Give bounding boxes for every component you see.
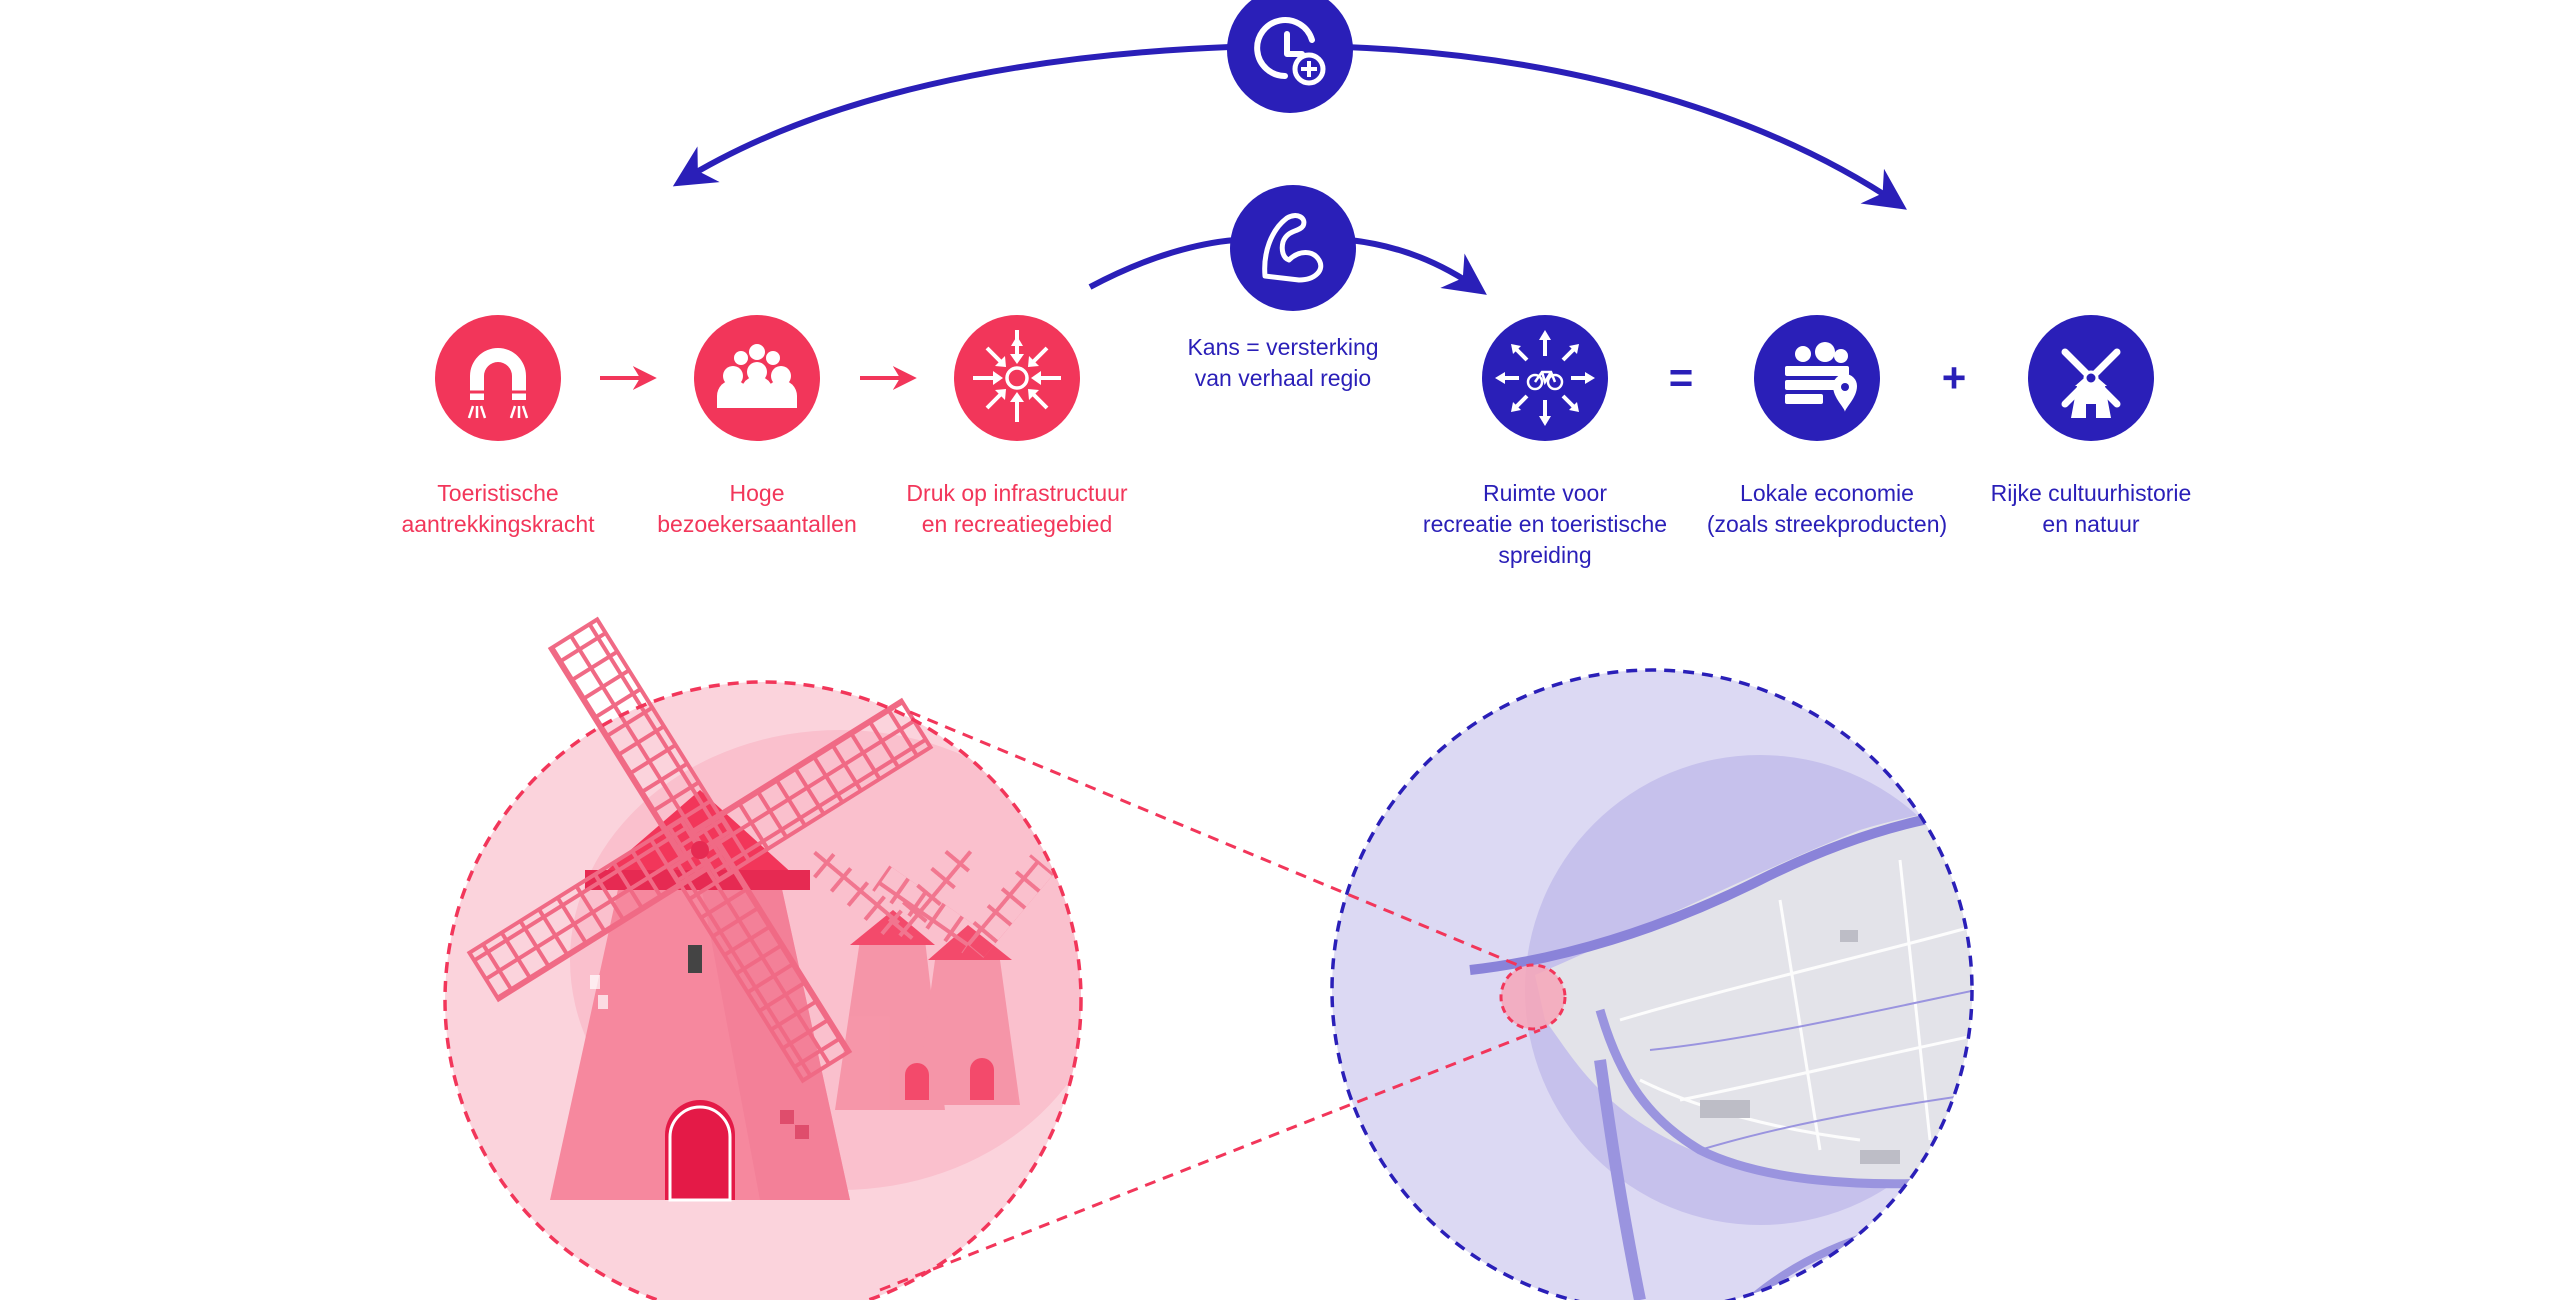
magnet-icon [435,315,561,441]
label-tourist-attraction: Toeristische aantrekkingskracht [401,480,595,537]
windmill-icon [2028,315,2154,441]
label-local-economy: Lokale economie (zoals streekproducten) [1706,480,1948,537]
pressure-arrows-icon [954,315,1080,441]
clock-plus-icon [1227,0,1353,113]
opportunity-label-line-1: Kans = versterking [1187,334,1379,360]
bike-spread-icon [1482,315,1608,441]
label-high-visitors: Hoge bezoekersaantallen [657,480,857,537]
label-recreation-space: Ruimte voor recreatie en toeristische sp… [1422,480,1668,568]
opportunity-arc [1088,237,1236,290]
plus-operator: + [1941,354,1967,401]
opportunity-label-line-2: van verhaal regio [1194,365,1372,391]
local-produce-icon [1754,315,1880,441]
opportunity-arc-right [1349,237,1487,295]
opportunity-label: Kans = versterking van verhaal regio [1187,332,1378,394]
long-term-arc-right [1344,44,1907,210]
windmill-illustration [443,616,1083,1300]
label-pressure-infrastructure: Druk op infrastructuur en recreatiegebie… [906,480,1128,537]
zoom-line-top [909,710,1521,968]
region-map-illustration [1330,668,1974,1300]
zoom-line-bottom [879,1028,1541,1292]
equals-operator: = [1668,354,1694,401]
label-cultural-history: Rijke cultuurhistorie en natuur [1990,480,2192,537]
crowd-icon [694,315,820,441]
flexed-arm-icon [1230,185,1356,311]
long-term-arc [672,44,1231,187]
